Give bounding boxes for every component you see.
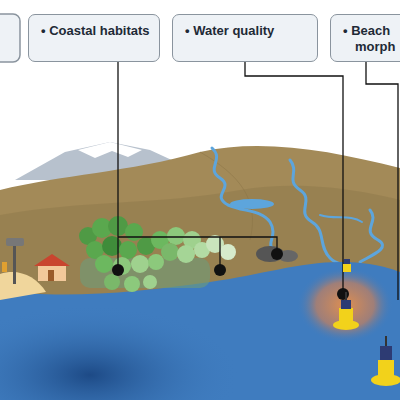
mangroves-part [95,255,113,273]
mangroves-part [177,245,195,263]
leader-lines-part [245,62,343,294]
partial-box [0,14,20,62]
target-dots-part [337,288,349,300]
buoys-part [339,308,353,325]
mangroves-part [104,274,120,290]
camera-pole-part [2,262,7,272]
house-part [48,270,54,281]
lake [230,199,274,209]
mangroves-part [119,241,137,259]
seagrass-rocks-part [256,246,284,262]
camera-pole [2,238,24,284]
rivers [212,148,383,270]
house [34,254,70,281]
leader-lines [118,62,398,300]
mangroves [79,216,236,292]
target-dots-part [112,264,124,276]
mangroves-part [143,275,157,289]
hills-part [200,152,253,240]
target-dots [112,248,349,300]
callout-text: • Coastal habitats [29,15,159,39]
mangroves-part [113,257,131,275]
house-part [38,265,66,281]
buoys-part [378,360,394,380]
mangroves-part [124,276,140,292]
mangroves-part [131,255,149,273]
mangroves-part [125,223,143,241]
sea-part [297,267,393,343]
target-dots-part [271,248,283,260]
leader-lines-part [366,62,398,300]
leader-lines-part [117,62,118,270]
callout-text: • Beach morph [331,15,400,55]
camera-pole-part [13,244,16,284]
callout-box: • Water quality [172,14,318,62]
buoys-part [385,336,387,346]
buoys [333,259,400,386]
mangroves-part [102,236,122,256]
mangroves-part [220,244,236,260]
buoys-part [343,264,351,272]
mangroves-part [148,254,164,270]
buoys-part [345,292,347,300]
mangroves-part [161,243,179,261]
callout-box: • Coastal habitats [28,14,160,62]
seagrass-rocks [256,246,298,262]
rivers-part [360,210,383,262]
rivers-part [320,215,362,222]
mangroves-part [167,227,185,245]
far-mountain-part [78,142,142,158]
buoys-part [380,346,392,360]
target-dots-part [214,264,226,276]
buoys-part [341,300,351,309]
buoys-part [344,259,350,264]
callout-box: • Beach morph [330,14,400,62]
leader-lines-part [118,237,277,254]
callout-text: • Water quality [173,15,317,39]
sea-part [0,305,240,400]
house-part [34,254,70,266]
camera-pole-part [6,238,24,246]
